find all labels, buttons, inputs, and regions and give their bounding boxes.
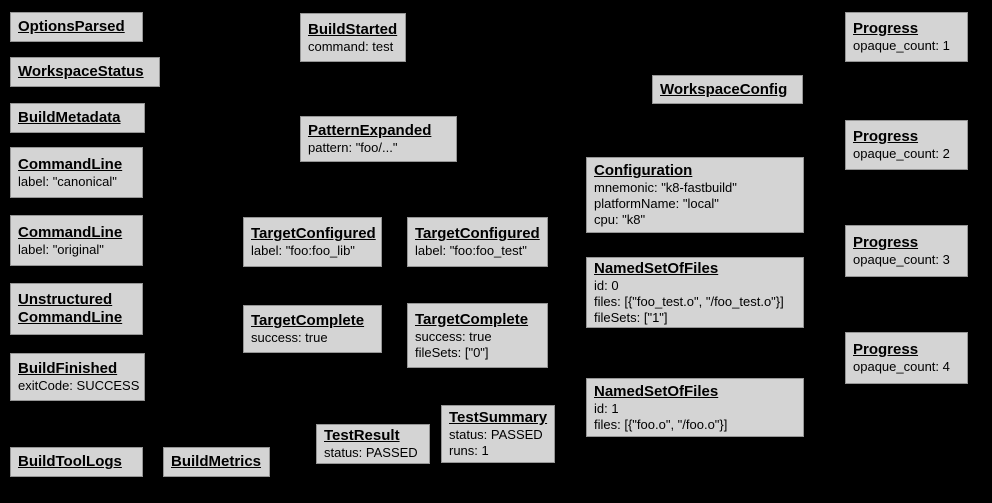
- node-field: id: 1: [594, 400, 619, 416]
- node-title: TargetComplete: [251, 312, 365, 329]
- node-field: fileSets: ["0"]: [415, 344, 489, 360]
- node-field: label: "canonical": [18, 173, 117, 189]
- node-optionsparsed-0: OptionsParsed: [10, 12, 143, 42]
- node-title: Progress: [853, 128, 919, 145]
- node-field: command: test: [308, 38, 394, 54]
- node-field: opaque_count: 2: [853, 146, 950, 161]
- node-field: runs: 1: [449, 443, 489, 458]
- node-field: opaque_count: 4: [853, 359, 950, 374]
- node-buildmetadata-2: BuildMetadata: [10, 103, 145, 133]
- node-title: Unstructured: [18, 291, 113, 308]
- node-title: Configuration: [594, 162, 693, 179]
- node-title: CommandLine: [18, 309, 123, 326]
- node-buildmetrics-8: BuildMetrics: [163, 447, 270, 477]
- node-title: OptionsParsed: [18, 18, 125, 35]
- node-title: TargetConfigured: [415, 225, 540, 242]
- node-title: NamedSetOfFiles: [594, 259, 719, 277]
- node-title: PatternExpanded: [308, 122, 432, 139]
- node-title: Progress: [853, 20, 919, 37]
- node-field: label: "foo:foo_lib": [251, 243, 355, 258]
- node-title: WorkspaceStatus: [18, 63, 144, 80]
- node-title: WorkspaceConfig: [660, 80, 788, 98]
- node-field: cpu: "k8": [594, 212, 646, 227]
- node-title: CommandLine: [18, 155, 123, 173]
- node-field: success: true: [251, 330, 328, 345]
- node-field: opaque_count: 1: [853, 38, 950, 53]
- node-field: id: 0: [594, 277, 619, 293]
- node-title: TestSummary: [449, 409, 548, 426]
- node-field: platformName: "local": [594, 196, 719, 211]
- node-workspaceconfig-17: WorkspaceConfig: [652, 75, 803, 104]
- node-field: mnemonic: "k8-fastbuild": [594, 180, 737, 195]
- node-field: files: [{"foo_test.o", "/foo_test.o"}]: [594, 293, 784, 309]
- node-field: status: PASSED: [449, 427, 543, 442]
- node-workspacestatus-1: WorkspaceStatus: [10, 57, 160, 87]
- node-field: exitCode: SUCCESS: [18, 378, 140, 393]
- node-title: NamedSetOfFiles: [594, 382, 719, 400]
- node-title: TestResult: [324, 427, 400, 444]
- node-title: BuildMetrics: [171, 453, 262, 470]
- node-title: BuildToolLogs: [18, 453, 122, 470]
- node-title: Progress: [853, 234, 919, 251]
- node-field: files: [{"foo.o", "/foo.o"}]: [594, 416, 728, 432]
- node-field: opaque_count: 3: [853, 252, 950, 267]
- node-title: BuildFinished: [18, 360, 118, 377]
- node-title: TargetComplete: [415, 310, 529, 328]
- node-buildtoollogs-7: BuildToolLogs: [10, 447, 143, 477]
- node-title: Progress: [853, 341, 919, 358]
- node-field: status: PASSED: [324, 445, 418, 460]
- node-title: BuildMetadata: [18, 109, 121, 126]
- node-field: success: true: [415, 328, 492, 344]
- node-title: TargetConfigured: [251, 225, 376, 242]
- node-title: BuildStarted: [308, 20, 398, 38]
- node-field: label: "original": [18, 241, 104, 257]
- node-title: CommandLine: [18, 223, 123, 241]
- node-field: fileSets: ["1"]: [594, 309, 668, 325]
- node-field: label: "foo:foo_test": [415, 243, 527, 258]
- node-field: pattern: "foo/...": [308, 140, 398, 155]
